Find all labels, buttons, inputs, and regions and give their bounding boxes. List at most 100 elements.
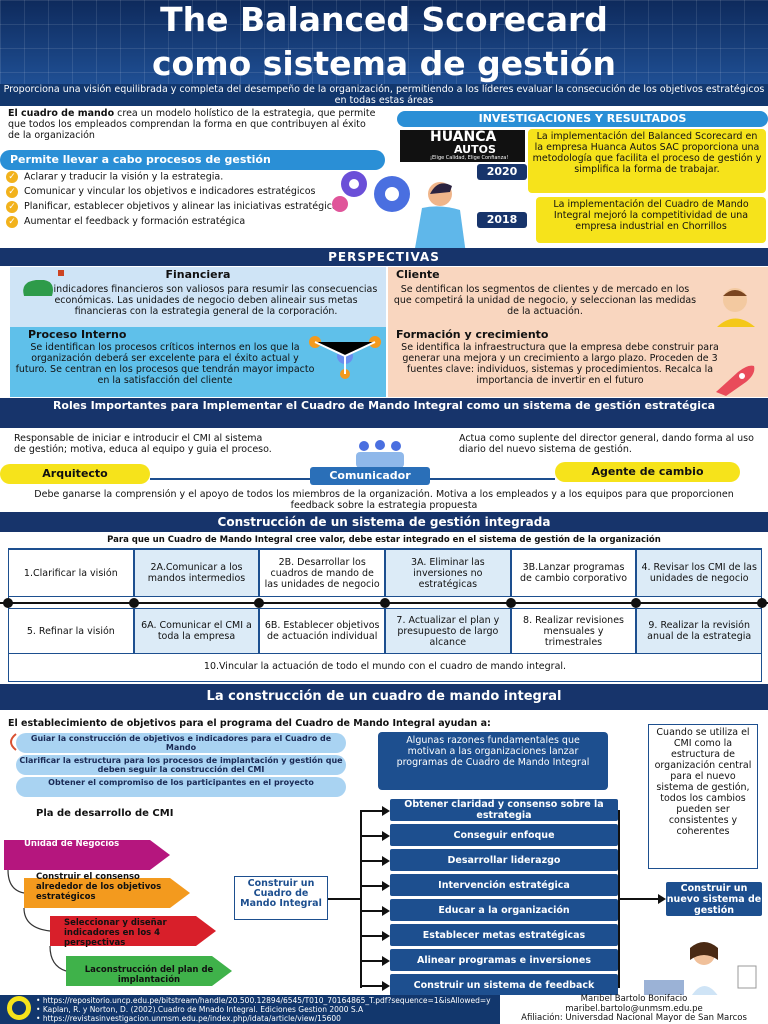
timeline-dot — [380, 598, 390, 608]
intro-text: El cuadro de mando crea un modelo holíst… — [8, 108, 376, 141]
perspectiva-cliente: Cliente Se dentifican los segmentos de c… — [388, 267, 768, 327]
role-agente-cambio: Agente de cambio — [555, 462, 740, 482]
construccion-title: Construcción de un sistema de gestión in… — [0, 512, 768, 532]
timeline-dots — [0, 598, 768, 608]
subtitle: Proporciona una visión equilibrada y com… — [0, 84, 768, 106]
construccion-step: 3B.Lanzar programas de cambio corporativ… — [510, 549, 637, 597]
role-arquitecto: Arquitecto — [0, 464, 150, 484]
connector-line-right — [430, 478, 555, 480]
author-afiliacion: Afiliación: Universdad Nacional Mayor de… — [521, 1013, 747, 1023]
team-icon — [356, 440, 404, 468]
procesos-list: ✓Aclarar y traducir la visión y la estra… — [6, 170, 346, 228]
cmi-side-note: Cuando se utiliza el CMI como la estruct… — [648, 724, 758, 869]
construccion-step: 8. Realizar revisiones mensuales y trime… — [510, 608, 637, 654]
year-badge-2020: 2020 — [477, 164, 527, 180]
money-bag-icon — [23, 270, 64, 296]
perspectivas-title: PERSPECTIVAS — [0, 248, 768, 266]
list-item: ✓Aumentar el feedback y formación estrat… — [6, 216, 346, 228]
construccion-subtitle: Para que un Cuadro de Mando Integral cre… — [107, 535, 661, 545]
university-seal-icon — [7, 996, 31, 1020]
investigacion-2020-text: La implementación del Balanced Scorecard… — [528, 129, 766, 193]
timeline-dot — [3, 598, 13, 608]
plan-title: Pla de desarrollo de CMI — [36, 808, 174, 819]
client-avatar-icon — [717, 288, 755, 327]
plan-arrows — [4, 840, 232, 986]
perspectiva-formacion: Formación y crecimiento Se identifica la… — [388, 327, 768, 397]
connector — [619, 898, 659, 900]
objetivo-item: Clarificar la estructura para los proces… — [16, 755, 346, 775]
razon-item: Conseguir enfoque — [390, 824, 618, 846]
author-block: Maribel Bartolo Bonifacio maribel.bartol… — [500, 994, 768, 1024]
construccion-step: 4. Revisar los CMI de las unidades de ne… — [636, 549, 763, 597]
construccion-step: 1.Clarificar la visión — [8, 549, 134, 597]
construccion-step: 7. Actualizar el plan y presupuesto de l… — [385, 608, 511, 654]
comunicador-text: Debe ganarse la comprensión y el apoyo d… — [34, 489, 734, 511]
investigaciones-title: INVESTIGACIONES Y RESULTADOS — [397, 111, 768, 127]
razon-item: Intervención estratégica — [390, 874, 618, 896]
gears-person-illustration — [332, 171, 466, 254]
perspectiva-financiera: Financiera Los indicadores financieros s… — [10, 267, 386, 327]
reference-text: • Kaplan, R. y Norton, D. (2002).Cuadro … — [36, 1005, 364, 1014]
rocket-icon — [716, 365, 755, 396]
title-line-1: The Balanced Scorecard — [160, 0, 608, 39]
construir-cmi-box: Construir un Cuadro de Mando Integral — [234, 876, 328, 920]
author-name: Maribel Bartolo Bonifacio — [580, 994, 688, 1004]
agente-text: Actua como suplente del director general… — [459, 433, 754, 455]
objetivo-item: Guiar la construcción de objetivos e ind… — [16, 733, 346, 753]
reference-link[interactable]: • https://revistasinvestigacion.unmsm.ed… — [36, 1014, 341, 1023]
author-email[interactable]: maribel.bartolo@unmsm.edu.pe — [565, 1003, 703, 1014]
check-icon: ✓ — [6, 171, 18, 183]
header-banner — [0, 0, 768, 84]
check-icon: ✓ — [6, 186, 18, 198]
connector-line-left — [150, 478, 310, 480]
footer-refs: • https://repositorio.uncp.edu.pe/bitstr… — [36, 996, 496, 1023]
list-item: ✓Comunicar y vincular los objetivos e in… — [6, 186, 346, 198]
construccion-step: 5. Refinar la visión — [8, 608, 134, 654]
plan-step-1: Definir y clarificar la Unidad de Negoci… — [24, 829, 122, 849]
title-line-2: como sistema de gestión — [151, 44, 617, 83]
role-comunicador: Comunicador — [310, 467, 430, 485]
nuevo-sistema-box: Construir un nuevo sistema de gestión — [666, 882, 762, 916]
cuadro-subtitle: El establecimiento de objetivos para el … — [8, 718, 491, 729]
razon-item: Construir un sistema de feedback — [390, 974, 618, 996]
perspectiva-proceso: Proceso Interno Se identifican los proce… — [10, 327, 386, 397]
investigacion-2018-text: La implementación del Cuadro de Mando In… — [536, 197, 766, 243]
reference-link[interactable]: • https://repositorio.uncp.edu.pe/bitstr… — [36, 996, 491, 1005]
plan-step-2: Construir el consenso alrededor de los o… — [36, 872, 162, 902]
cuadro-title: La construcción de un cuadro de mando in… — [0, 684, 768, 710]
network-icon — [309, 336, 381, 379]
construccion-step: 6A. Comunicar el CMI a toda la empresa — [133, 608, 260, 654]
razon-item: Desarrollar liderazgo — [390, 849, 618, 871]
razones-list: Obtener claridad y consenso sobre la est… — [360, 799, 650, 999]
bracket-right — [618, 810, 620, 988]
list-item: ✓Aclarar y traducir la visión y la estra… — [6, 171, 346, 183]
timeline-dot — [505, 598, 516, 608]
plan-step-3: Seleccionar y diseñar indicadores en los… — [64, 918, 167, 948]
check-icon: ✓ — [6, 201, 18, 213]
curve-arrow-icon — [10, 733, 17, 751]
construccion-step: 2A.Comunicar a los mandos intermedios — [133, 549, 260, 597]
construccion-step: 9. Realizar la revisión anual de la estr… — [636, 608, 763, 654]
timeline-dot — [757, 598, 767, 608]
huanca-logo: HUANCA AUTOS ¡Elige Calidad, Elige Confi… — [400, 130, 525, 162]
timeline-dot — [128, 598, 139, 608]
timeline-dot — [254, 598, 265, 608]
year-badge-2018: 2018 — [477, 212, 527, 228]
construccion-final-step: 10.Vincular la actuación de todo el mund… — [203, 661, 567, 672]
check-icon: ✓ — [6, 216, 18, 228]
razon-item: Alinear programas e inversiones — [390, 949, 618, 971]
roles-title: Roles Importantes para Implementar el Cu… — [0, 398, 768, 428]
bracket-left — [360, 810, 362, 988]
razon-item: Obtener claridad y consenso sobre la est… — [390, 799, 618, 821]
plan-step-4: Laconstrucción del plan de implantación — [84, 965, 214, 985]
razon-item: Educar a la organización — [390, 899, 618, 921]
razones-box: Algunas razones fundamentales que motiva… — [378, 732, 608, 790]
procesos-title: Permite llevar a cabo procesos de gestió… — [0, 150, 385, 170]
construccion-step: 2B. Desarrollar los cuadros de mando de … — [259, 549, 386, 597]
timeline-dot — [631, 598, 642, 608]
arquitecto-text: Responsable de iniciar e introducir el C… — [14, 433, 272, 455]
list-item: ✓Planificar, establecer objetivos y alin… — [6, 201, 346, 213]
connector — [328, 898, 360, 900]
